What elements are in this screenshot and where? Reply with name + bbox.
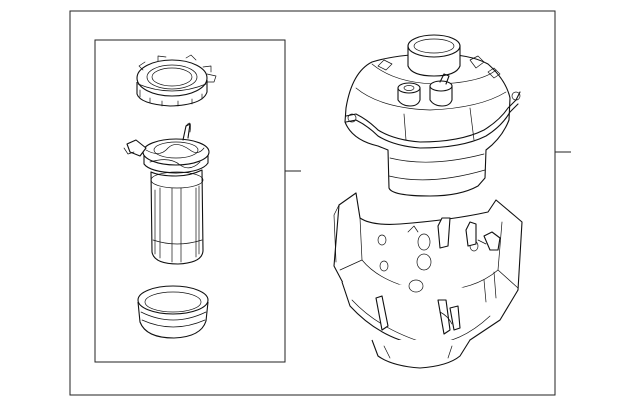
outer-frame [69, 10, 556, 396]
reservoir-tank [344, 34, 521, 197]
lock-ring-cap [136, 54, 217, 107]
tank-port-left [397, 82, 421, 107]
inner-frame [94, 39, 286, 363]
tank-port-right [429, 73, 453, 107]
seal-ring [137, 285, 209, 339]
tank-bracket [333, 192, 523, 369]
pump-module [123, 122, 210, 265]
